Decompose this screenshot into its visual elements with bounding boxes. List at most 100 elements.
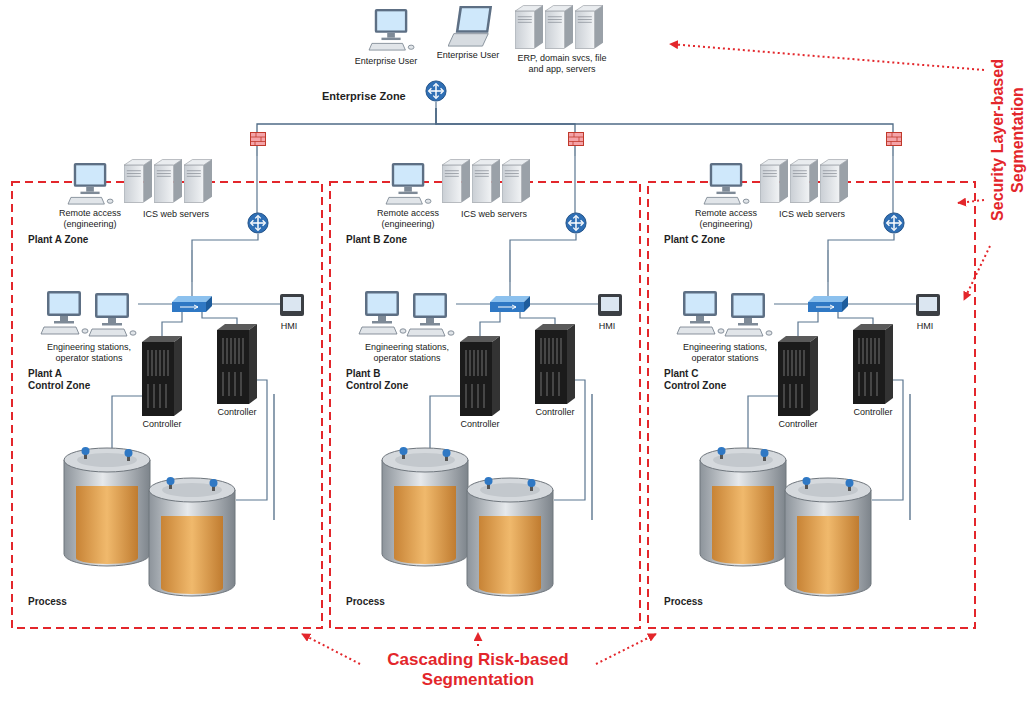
zone-plane: Plant C Control Zone bbox=[652, 282, 972, 394]
plant-a-equipment bbox=[41, 133, 304, 597]
zone-fill bbox=[334, 520, 634, 615]
device-caption: Remote access (engineering) bbox=[686, 208, 766, 230]
zone-label: Process bbox=[664, 596, 744, 608]
laptop-icon bbox=[448, 6, 492, 46]
segmentation-note: Cascading Risk-based Segmentation bbox=[363, 650, 593, 690]
device-caption: Controller bbox=[450, 419, 510, 430]
device-caption: Controller bbox=[132, 419, 192, 430]
label-holder: Remote access (engineering) bbox=[50, 208, 130, 230]
network-link bbox=[827, 250, 828, 282]
network-link bbox=[273, 394, 274, 520]
label-holder: Controller bbox=[207, 407, 267, 418]
device-caption: ICS web servers bbox=[770, 209, 854, 220]
zone-label: Process bbox=[28, 596, 108, 608]
zone-plane: Plant A Zone bbox=[16, 156, 316, 250]
label-holder: ICS web servers bbox=[452, 209, 536, 220]
label-holder: Controller bbox=[525, 407, 585, 418]
label-holder: Engineering stations, operator stations bbox=[354, 342, 460, 364]
segmentation-note: Security Layer-based Segmentation bbox=[988, 40, 1028, 240]
device-caption: Enterprise User bbox=[350, 56, 422, 67]
network-wire bbox=[435, 102, 436, 108]
network-link bbox=[436, 108, 893, 156]
label-holder: ICS web servers bbox=[770, 209, 854, 220]
device-caption: Enterprise User bbox=[432, 50, 504, 61]
zone-fill bbox=[652, 156, 972, 250]
network-link bbox=[257, 108, 436, 156]
device-caption: Engineering stations, operator stations bbox=[672, 342, 778, 364]
device-caption: Controller bbox=[768, 419, 828, 430]
label-holder: Controller bbox=[768, 419, 828, 430]
zone-fill bbox=[334, 156, 634, 250]
label-holder: ERP, domain svcs, file and app, servers bbox=[510, 53, 614, 75]
device-caption: Controller bbox=[525, 407, 585, 418]
network-link bbox=[591, 394, 592, 520]
zone-label: Plant C Zone bbox=[664, 234, 764, 246]
workstation-icon bbox=[369, 9, 414, 50]
zone-label: Plant A Zone bbox=[28, 234, 128, 246]
router-icon bbox=[426, 81, 446, 101]
device-caption: Engineering stations, operator stations bbox=[36, 342, 142, 364]
label-holder: Controller bbox=[450, 419, 510, 430]
zone-plane: Process bbox=[16, 520, 316, 615]
zone-plane: Plant C Zone bbox=[652, 156, 972, 250]
label-holder: HMI bbox=[592, 321, 622, 332]
zone-fill bbox=[652, 282, 972, 394]
network-link bbox=[191, 250, 192, 282]
device-caption: Engineering stations, operator stations bbox=[354, 342, 460, 364]
leader-arrow bbox=[958, 200, 984, 203]
device-caption: HMI bbox=[274, 321, 304, 332]
zone-outline bbox=[260, 32, 670, 108]
zone-label: Plant B Control Zone bbox=[346, 368, 412, 392]
leader-arrow bbox=[596, 634, 656, 664]
zone-label: Enterprise Zone bbox=[322, 90, 432, 102]
network-link bbox=[909, 394, 910, 520]
device-caption: ERP, domain svcs, file and app, servers bbox=[510, 53, 614, 75]
label-holder: Cascading Risk-based Segmentation bbox=[363, 650, 593, 690]
label-holder: Controller bbox=[132, 419, 192, 430]
label-holder: HMI bbox=[274, 321, 304, 332]
zone-plane: Process bbox=[652, 520, 972, 615]
zone-label: Plant C Control Zone bbox=[664, 368, 730, 392]
zone-plane: Plant A Control Zone bbox=[16, 282, 316, 394]
zone-fill bbox=[16, 156, 316, 250]
server-icon bbox=[575, 6, 603, 49]
plant-c-equipment bbox=[677, 133, 940, 597]
zone-fill bbox=[16, 520, 316, 615]
zone-outline bbox=[652, 282, 972, 394]
device-caption: ICS web servers bbox=[452, 209, 536, 220]
label-holder: HMI bbox=[910, 321, 940, 332]
zone-plane: Process bbox=[334, 520, 634, 615]
label-holder: ICS web servers bbox=[134, 209, 218, 220]
network-link bbox=[509, 250, 510, 282]
zone-fill bbox=[16, 282, 316, 394]
zone-fill bbox=[260, 32, 670, 108]
network-link bbox=[436, 108, 575, 156]
zone-plane: Plant B Control Zone bbox=[334, 282, 634, 394]
label-holder: Remote access (engineering) bbox=[368, 208, 448, 230]
device-caption: HMI bbox=[910, 321, 940, 332]
device-caption: Controller bbox=[207, 407, 267, 418]
zone-label: Plant B Zone bbox=[346, 234, 446, 246]
device-caption: Controller bbox=[843, 407, 903, 418]
leader-arrow bbox=[964, 246, 990, 300]
device-caption: Remote access (engineering) bbox=[50, 208, 130, 230]
leader-arrow bbox=[477, 633, 479, 646]
device-caption: ICS web servers bbox=[134, 209, 218, 220]
label-holder: Security Layer-based Segmentation bbox=[908, 120, 1034, 160]
label-holder: Remote access (engineering) bbox=[686, 208, 766, 230]
leader-arrow bbox=[302, 634, 360, 664]
label-holder: Enterprise User bbox=[350, 56, 422, 67]
zone-label: Plant A Control Zone bbox=[28, 368, 94, 392]
label-holder: Engineering stations, operator stations bbox=[36, 342, 142, 364]
zone-plane: Enterprise Zone bbox=[260, 32, 670, 108]
leader-arrows bbox=[302, 44, 990, 664]
zone-label: Process bbox=[346, 596, 426, 608]
zone-plane: Plant B Zone bbox=[334, 156, 634, 250]
device-caption: HMI bbox=[592, 321, 622, 332]
server-icon bbox=[515, 6, 543, 49]
zone-fill bbox=[334, 282, 634, 394]
label-holder: Engineering stations, operator stations bbox=[672, 342, 778, 364]
